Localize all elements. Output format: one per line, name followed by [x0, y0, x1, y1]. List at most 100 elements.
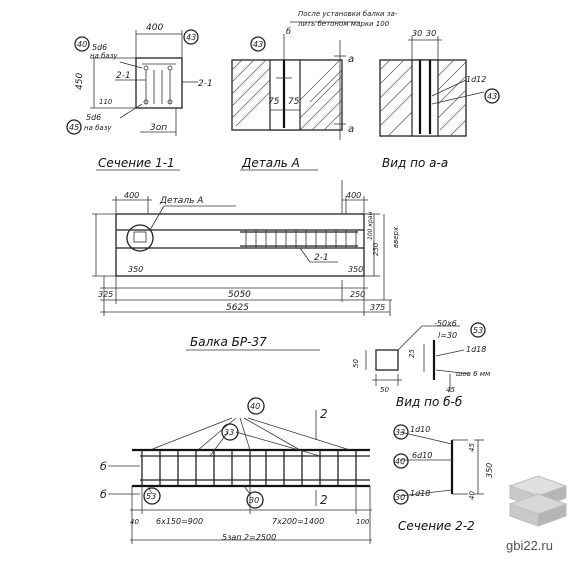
beam-left-end: 325: [98, 290, 113, 299]
title-beam: Балка БР-37: [190, 335, 267, 349]
vbb-dim-b: 50: [380, 386, 389, 394]
beam-dim-left: 350: [128, 265, 143, 274]
s1-cut-right: 2-1: [198, 79, 213, 89]
vbb-dim-d: 45: [446, 386, 455, 394]
beam-detail-label: Деталь А: [159, 196, 203, 206]
s2-mark3: 30: [395, 493, 405, 502]
mark-circle: [393, 489, 409, 505]
section-2-2: 33 1d10 40 6d10 30 1d18 350 45 40 Сечени…: [393, 424, 494, 533]
vaa-bar: 1d12: [466, 75, 486, 84]
mark-circle: [393, 453, 409, 469]
beam-total-len: 5625: [226, 303, 249, 313]
beam-right-extra: 375: [370, 303, 385, 312]
beam-side-text2: 100 кран: [367, 212, 374, 240]
s1-mark-bottom: 45: [69, 123, 79, 132]
cage-dim-spacing1: 6x150=900: [156, 517, 203, 526]
vbb-bar: 1d18: [466, 345, 486, 354]
beam-side-text1: вверх: [392, 226, 400, 248]
cage-dim-right: 100: [356, 518, 370, 526]
vbb-plate: -50x6: [434, 319, 457, 328]
title-section-1: Сечение 1-1: [98, 156, 175, 170]
s1-width: 400: [146, 23, 163, 33]
s2-bar1: 1d10: [410, 425, 430, 434]
beam-dim-right2: 250: [372, 242, 380, 256]
beam-cut-label: 2-1: [314, 253, 329, 263]
cage-dim-left: 40: [130, 518, 139, 526]
s2-mark1: 33: [395, 428, 405, 437]
da-dim1: 75: [268, 97, 280, 107]
vaa-mark: 43: [487, 92, 497, 101]
vaa-dim2: 30: [426, 29, 436, 38]
cage-b-top: б: [100, 460, 107, 473]
view-a-a: 30 30 1d12 43 Вид по а-а: [379, 29, 500, 170]
beam-right-end: 250: [350, 290, 365, 299]
cage-mark-mid: 33: [224, 428, 234, 437]
s2-dim-t: 45: [468, 443, 476, 452]
detail-a: 43 б 75 75 а а После установки балки за-…: [231, 10, 398, 171]
title-section-2: Сечение 2-2: [398, 519, 475, 533]
title-view-a-a: Вид по а-а: [382, 156, 448, 170]
mark-circle: [393, 424, 409, 440]
da-mark-b: б: [286, 27, 291, 36]
s1-dim-small: 110: [99, 98, 113, 106]
da-a-top: а: [348, 54, 354, 65]
cage-dim-spacing2: 7x200=1400: [272, 517, 324, 526]
s1-mark-right: 43: [186, 33, 196, 42]
mark-circle: [221, 423, 239, 441]
cage-mark-left: 53: [146, 492, 156, 501]
s2-bar2: 6d10: [412, 451, 432, 460]
s1-base: 3оп: [150, 123, 167, 133]
view-b-b: -50x6 l=30 53 1d18 шов 6 мм 50 50 25 45 …: [352, 319, 491, 409]
s2-dim-h: 350: [485, 463, 494, 478]
da-mark: 43: [253, 40, 263, 49]
watermark-site: gbi22.ru: [506, 538, 553, 553]
title-view-b-b: Вид по б-б: [396, 395, 463, 409]
cage-cut-bottom: 2: [320, 493, 328, 507]
cage-mark-top: 40: [250, 402, 260, 411]
s1-height: 450: [75, 73, 85, 90]
beam-br-37: Деталь А 400 400 350 350 250 вверх 100 к…: [92, 180, 400, 351]
mark-circle: [250, 36, 266, 52]
detail-callout-circle: [126, 224, 154, 252]
vbb-weld: шов 6 мм: [456, 370, 491, 378]
s2-dim-b: 40: [468, 491, 476, 500]
vbb-dim-c: 25: [408, 349, 416, 358]
vbb-plate2: l=30: [438, 331, 457, 340]
cage-cut-top: 2: [320, 407, 328, 421]
cage-b-bottom: б: [100, 488, 107, 501]
mark-circle: [66, 119, 82, 135]
s1-bar-top-note: на базу: [90, 52, 118, 60]
s2-bar3: 1d18: [410, 489, 430, 498]
reinforcement-cage: 40 33 30 53 2 2 б б 40 6x150=900 7x200=1…: [100, 397, 372, 544]
mark-circle: [143, 487, 161, 505]
mark-circle: [183, 29, 199, 45]
s1-cut-left: 2-1: [116, 71, 131, 81]
mark-circle: [484, 88, 500, 104]
mark-circle: [470, 322, 486, 338]
s2-mark2: 40: [395, 457, 405, 466]
title-detail-a: Деталь А: [241, 156, 300, 170]
mark-circle: [74, 36, 90, 52]
vbb-dim-a: 50: [352, 359, 360, 368]
note-line-1: После установки балки за-: [298, 10, 398, 18]
mark-circle: [247, 397, 265, 415]
s1-bar-bottom: 5d6: [86, 113, 101, 122]
note-line-2: лить бетоном марки 100: [297, 20, 390, 28]
vbb-mark: 53: [473, 326, 483, 335]
s1-mark-left: 40: [77, 40, 87, 49]
beam-dim-top-right: 400: [346, 191, 361, 200]
cage-mark-bottom: 30: [249, 496, 259, 505]
da-dim2: 75: [288, 97, 300, 107]
beam-dim-top-left: 400: [124, 191, 139, 200]
mark-circle: [246, 491, 264, 509]
s1-bar-top: 5d6: [92, 43, 107, 52]
cage-dim-total: 5зап 2=2500: [222, 533, 276, 542]
s1-bar-bottom-note: на базу: [84, 124, 112, 132]
da-a-bottom: а: [348, 124, 354, 135]
beam-inner-len: 5050: [228, 290, 251, 300]
stack-icon: [508, 475, 568, 527]
section-1-1: 400 450 5d6 на базу 5d6 на базу 40 43 45…: [66, 23, 213, 171]
beam-dim-right: 350: [348, 265, 363, 274]
vaa-dim1: 30: [412, 29, 422, 38]
